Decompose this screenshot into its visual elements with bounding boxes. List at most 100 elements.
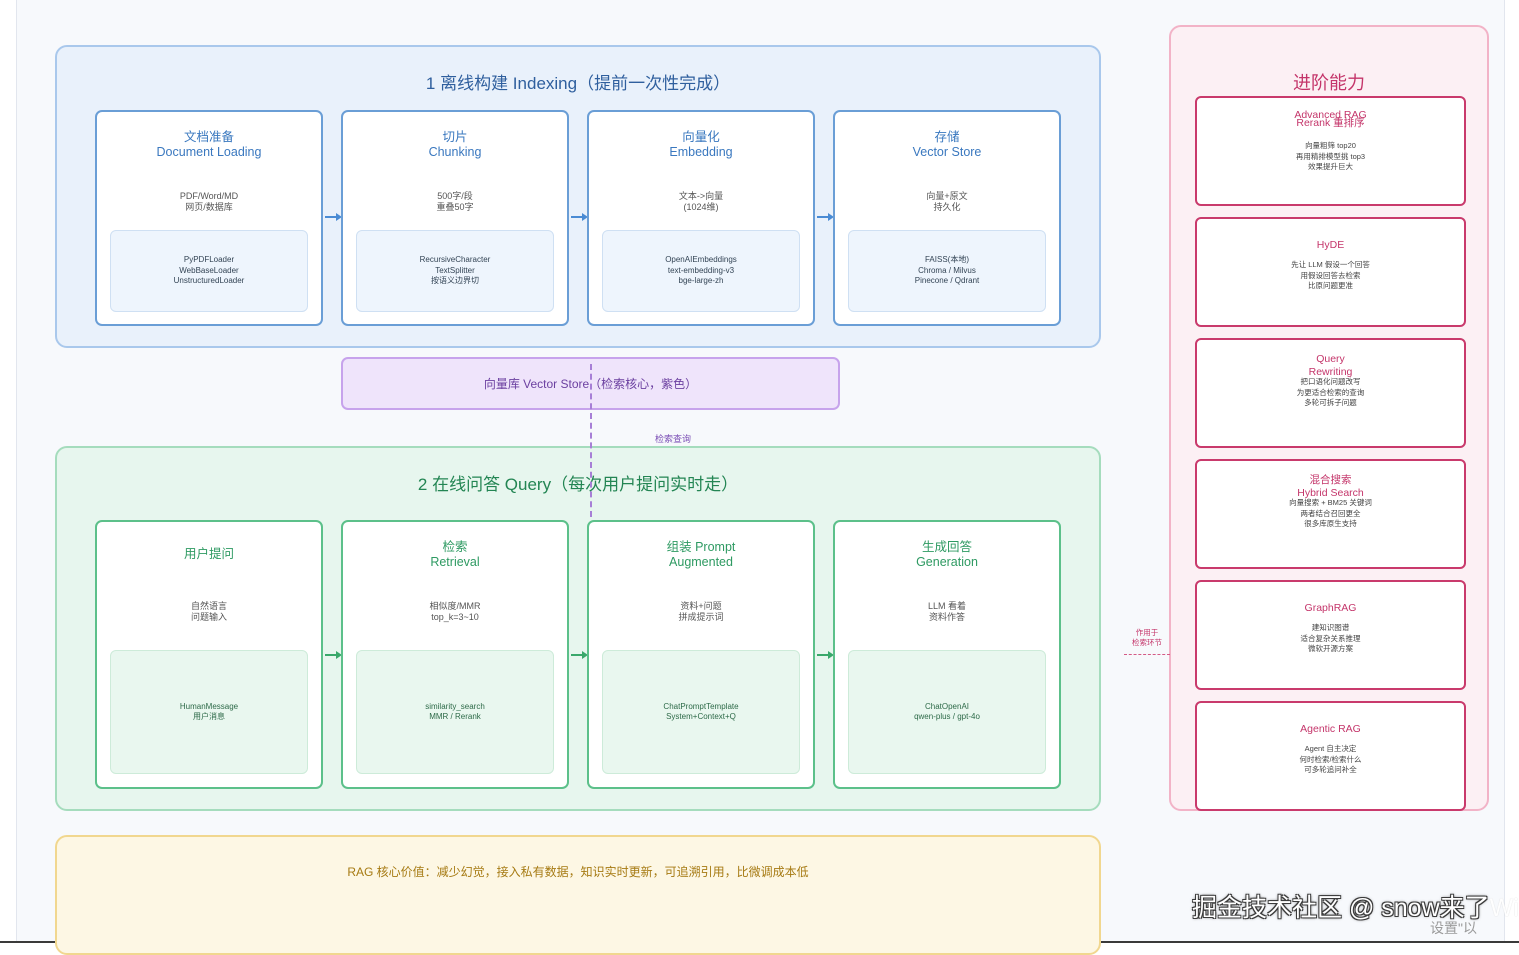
- offline-section-title: 1 离线构建 Indexing（提前一次性完成）: [425, 74, 731, 93]
- watermark-sub: 设置"以: [1430, 920, 1477, 936]
- tool-name: FAISS(本地): [924, 255, 969, 265]
- online-card-desc: LLM 看着资料作答: [835, 601, 1059, 623]
- advanced-card-title-main: Agentic RAG: [1300, 723, 1361, 735]
- online-card-desc-line: 问题输入: [190, 612, 227, 622]
- offline-card-desc-line: 重叠50字: [436, 202, 474, 212]
- watermark: 掘金技术社区 @ snow来了Wind: [1192, 888, 1519, 924]
- advanced-card-title: GraphRAG: [1197, 602, 1464, 615]
- advanced-link-connector: [1124, 654, 1170, 655]
- tool-name: UnstructuredLoader: [173, 276, 245, 286]
- advanced-card-desc-line: 何时检索/检索什么: [1299, 754, 1362, 764]
- online-card-desc-line: 资料+问题: [680, 601, 722, 611]
- offline-card-title-en: Vector Store: [912, 145, 982, 159]
- online-card-title-cn: 检索: [442, 540, 468, 554]
- offline-card-title-cn: 切片: [442, 130, 468, 144]
- offline-card-desc-line: 文本->向量: [678, 191, 724, 201]
- offline-card-desc-line: 网页/数据库: [185, 202, 233, 212]
- offline-card-desc: 文本->向量(1024维): [589, 191, 813, 213]
- advanced-card-desc: 建知识图谱适合复杂关系推理微软开源方案: [1197, 623, 1464, 655]
- online-card-title-en: Generation: [916, 555, 978, 569]
- advanced-card-title: Agentic RAG: [1197, 723, 1464, 736]
- online-card-desc-line: 拼成提示词: [678, 612, 724, 622]
- advanced-card-desc-line: 把口语化问题改写: [1300, 377, 1361, 386]
- tool-name: 按语义边界切: [430, 276, 479, 286]
- offline-card-title-cn: 向量化: [682, 130, 720, 144]
- advanced-card-desc: 向量搜索 + BM25 关键词两者结合召回更全很多库原生支持: [1197, 498, 1464, 530]
- rag-value-section: RAG 核心价值：减少幻觉，接入私有数据，知识实时更新，可追溯引用，比微调成本低: [55, 835, 1101, 955]
- online-card-title: 用户提问: [97, 547, 321, 562]
- tool-name: ChatPromptTemplate: [663, 701, 739, 711]
- online-card-desc-line: LLM 看着: [927, 601, 966, 611]
- online-flow-arrow-1: [325, 651, 342, 659]
- online-card-desc-line: 相似度/MMR: [429, 601, 481, 611]
- advanced-card-desc-line: 向量搜索 + BM25 关键词: [1289, 498, 1372, 507]
- watermark-tail: Wind: [1489, 894, 1519, 922]
- advanced-card-5: GraphRAG 建知识图谱适合复杂关系推理微软开源方案: [1195, 580, 1466, 690]
- online-flow-arrow-2: [571, 651, 588, 659]
- advanced-card-desc-line: 适合复杂关系推理: [1300, 633, 1361, 643]
- offline-card-title-en: Document Loading: [156, 145, 262, 159]
- tool-name: OpenAIEmbeddings: [665, 255, 737, 265]
- offline-flow-arrow-3: [817, 213, 834, 221]
- online-card-title-en: Retrieval: [430, 555, 480, 569]
- tool-name: text-embedding-v3: [667, 265, 735, 275]
- advanced-card-title-sub: Rerank 重排序: [1296, 117, 1365, 129]
- online-card-desc-line: top_k=3~10: [431, 612, 479, 622]
- offline-card-desc: 500字/段重叠50字: [343, 191, 567, 213]
- advanced-card-title-main: Query: [1316, 353, 1345, 365]
- advanced-link-label-line1: 作用于: [1135, 628, 1159, 637]
- advanced-card-desc-line: 多轮可拆子问题: [1304, 398, 1357, 407]
- tool-name: ChatOpenAI: [924, 701, 969, 711]
- advanced-card-desc-line: 先让 LLM 假设一个回答: [1291, 260, 1370, 269]
- advanced-card-desc: 把口语化问题改写为更适合检索的查询多轮可拆子问题: [1197, 377, 1464, 409]
- retrieval-query-connector: [590, 364, 592, 517]
- tool-name: PyPDFLoader: [183, 255, 235, 265]
- offline-card-title-en: Embedding: [669, 145, 733, 159]
- advanced-link-label-line2: 检索环节: [1132, 638, 1162, 647]
- online-card-desc-line: 资料作答: [928, 612, 965, 622]
- advanced-card-desc-line: 效果提升巨大: [1308, 162, 1353, 171]
- advanced-card-desc-line: 比原问题更准: [1308, 281, 1353, 290]
- advanced-card-desc-line: 很多库原生支持: [1304, 519, 1357, 528]
- retrieval-query-label: 检索查询: [655, 434, 692, 444]
- advanced-card-desc-line: Agent 自主决定: [1304, 744, 1357, 753]
- online-card-desc: 资料+问题拼成提示词: [589, 601, 813, 623]
- online-flow-arrow-3: [817, 651, 834, 659]
- advanced-card-title-sub: Rewriting: [1308, 365, 1353, 378]
- offline-flow-arrow-1: [325, 213, 342, 221]
- advanced-card-title-main: 混合搜索: [1309, 474, 1352, 486]
- online-card-title-cn: 生成回答: [921, 540, 972, 554]
- offline-card-desc-line: 向量+原文: [926, 191, 968, 201]
- tool-name: RecursiveCharacter: [419, 255, 491, 265]
- advanced-card-desc: 先让 LLM 假设一个回答用假设回答去检索比原问题更准: [1197, 260, 1464, 292]
- advanced-card-desc-line: 用假设回答去检索: [1300, 270, 1361, 280]
